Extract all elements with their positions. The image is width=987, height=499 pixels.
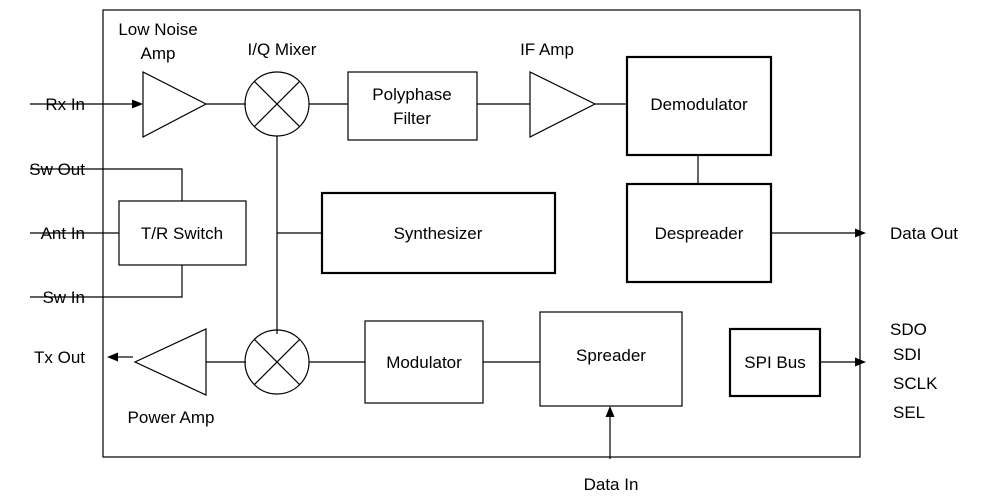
tx-out-label: Tx Out	[34, 348, 85, 367]
despreader-label: Despreader	[655, 224, 744, 243]
if-amp-triangle	[529, 71, 597, 138]
power-amp-triangle	[133, 328, 207, 396]
low-noise-amp-label-line1: Low Noise	[118, 20, 197, 39]
if-amp-label: IF Amp	[520, 40, 574, 59]
demodulator-label: Demodulator	[650, 95, 748, 114]
wire-sw-in	[30, 265, 183, 298]
spi-bus-box	[728, 327, 822, 398]
wire-sw-out	[30, 168, 183, 201]
iq-mixer-label: I/Q Mixer	[248, 40, 317, 59]
polyphase-filter-label-line2: Filter	[393, 109, 431, 128]
ant-in-label: Ant In	[41, 224, 85, 243]
data-in-label: Data In	[584, 475, 639, 494]
tx-mixer-symbol	[244, 329, 310, 395]
polyphase-filter-label-line1: Polyphase	[372, 85, 451, 104]
spreader-box	[539, 311, 683, 407]
data-out-label: Data Out	[890, 224, 958, 243]
polyphase-filter-box	[347, 71, 478, 141]
arrow-spi-out	[855, 357, 866, 367]
despreader-box	[625, 182, 773, 284]
low-noise-amp-label-line2: Amp	[141, 44, 176, 63]
arrow-data-in	[605, 406, 615, 417]
sw-in-label: Sw In	[42, 288, 85, 307]
tr-switch-label: T/R Switch	[141, 224, 223, 243]
arrow-data-out	[855, 228, 866, 238]
sel-pin-label: SEL	[893, 403, 925, 422]
modulator-label: Modulator	[386, 353, 462, 372]
tr-switch-box	[118, 200, 247, 266]
spreader-label: Spreader	[576, 346, 646, 365]
synthesizer-box	[320, 191, 557, 275]
power-amp-label: Power Amp	[128, 408, 215, 427]
spi-bus-label: SPI Bus	[744, 353, 805, 372]
rx-mixer-symbol	[244, 71, 310, 137]
modulator-box	[364, 320, 484, 404]
sdi-pin-label: SDI	[893, 345, 921, 364]
low-noise-amp-triangle	[142, 71, 208, 138]
sw-out-label: Sw Out	[29, 160, 85, 179]
synthesizer-label: Synthesizer	[394, 224, 483, 243]
sclk-pin-label: SCLK	[893, 374, 938, 393]
demodulator-box	[625, 55, 773, 157]
rx-in-label: Rx In	[45, 95, 85, 114]
arrow-rx-in	[132, 99, 143, 109]
arrow-tx-out	[107, 352, 118, 362]
sdo-pin-label: SDO	[890, 320, 927, 339]
